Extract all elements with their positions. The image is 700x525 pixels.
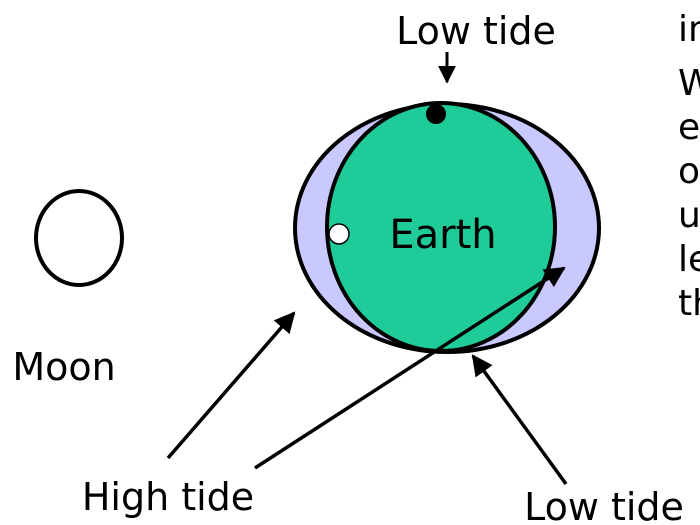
low-tide-bottom-arrow — [471, 354, 568, 486]
white-dot-marker — [328, 223, 350, 245]
earth-circle — [325, 101, 557, 353]
side-text-line: W — [678, 63, 700, 104]
side-text-gap — [678, 52, 700, 62]
side-text-line: o — [678, 151, 700, 192]
high-tide-label: High tide — [82, 475, 254, 519]
side-text-line: in — [678, 9, 700, 50]
moon-label: Moon — [12, 345, 115, 389]
low-tide-bottom-label: Low tide — [524, 485, 684, 525]
high-tide-left-arrow — [166, 311, 296, 460]
low-tide-top-label: Low tide — [396, 9, 556, 53]
clipped-side-text: in W e o u le th — [678, 8, 700, 326]
side-text-line: le — [678, 239, 700, 280]
side-text-line: u — [678, 195, 700, 236]
moon-circle — [34, 189, 124, 287]
earth-label: Earth — [389, 212, 496, 258]
side-text-line: e — [678, 107, 700, 148]
side-text-line: th — [678, 283, 700, 324]
black-dot-marker — [426, 104, 446, 124]
high-tide-right-arrow — [254, 266, 566, 470]
